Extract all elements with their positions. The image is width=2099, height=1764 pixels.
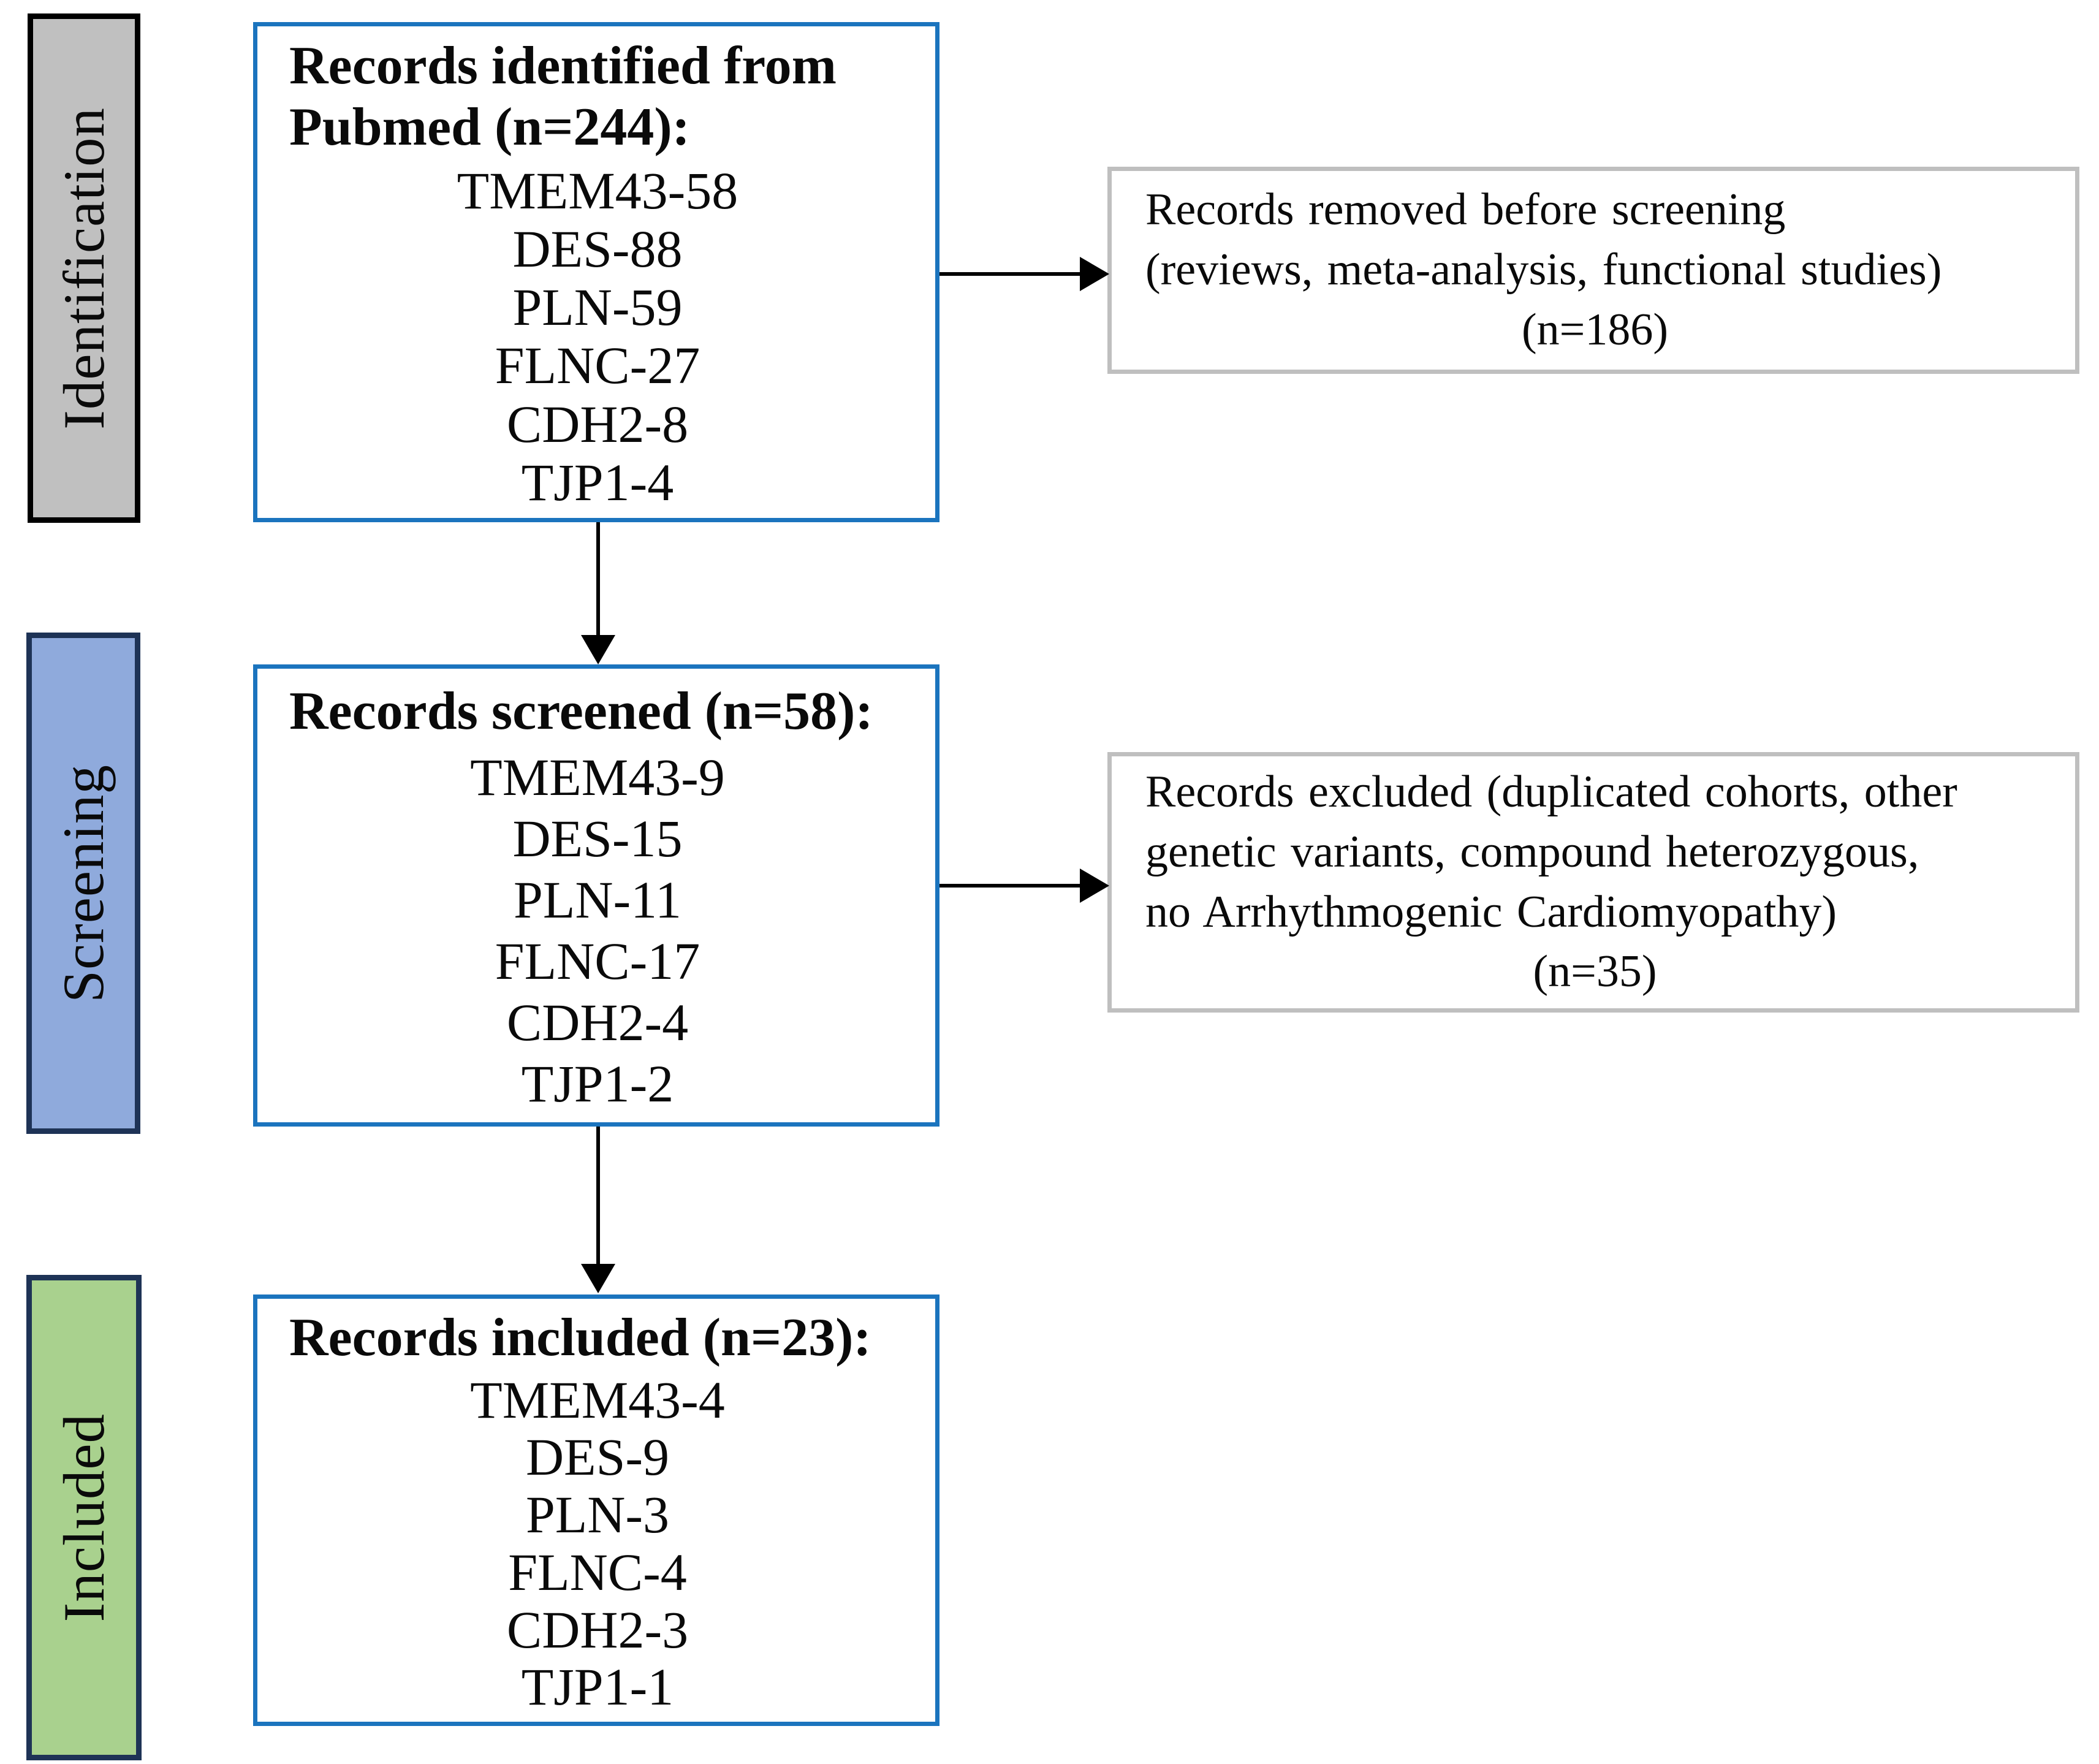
records-removed-line: (reviews, meta-analysis, functional stud… (1145, 245, 1942, 295)
records-identified-item: TJP1-4 (521, 452, 674, 512)
stage-label-included: Included (26, 1275, 142, 1760)
records-included-item: FLNC-4 (508, 1542, 687, 1602)
records-included-box: Records included (n=23): TMEM43-4 DES-9 … (253, 1294, 939, 1726)
records-included-item: PLN-3 (525, 1485, 670, 1545)
arrow-identified-to-screened-stem (596, 522, 600, 640)
arrow-identified-to-screened-head (581, 635, 615, 664)
records-identified-item: PLN-59 (512, 278, 683, 337)
records-screened-title: Records screened (n=58): (289, 681, 873, 741)
arrow-screened-to-excluded-stem (939, 884, 1084, 888)
records-excluded-count: (n=35) (1533, 946, 1657, 997)
arrow-identified-to-removed-head (1080, 257, 1109, 291)
arrow-screened-to-included-stem (596, 1127, 600, 1269)
records-screened-item: TMEM43-9 (470, 748, 725, 807)
records-removed-box: Records removed before screening (review… (1107, 167, 2079, 374)
records-identified-item: FLNC-27 (495, 336, 700, 395)
records-included-item: TJP1-1 (521, 1657, 674, 1717)
records-identified-item: TMEM43-58 (457, 161, 738, 220)
records-included-item: CDH2-3 (506, 1600, 689, 1659)
records-included-item: TMEM43-4 (470, 1370, 725, 1429)
records-identified-box: Records identified from Pubmed (n=244): … (253, 22, 939, 522)
arrow-identified-to-removed-stem (939, 272, 1084, 276)
records-removed-line: Records removed before screening (1145, 184, 1786, 235)
records-screened-box: Records screened (n=58): TMEM43-9 DES-15… (253, 664, 939, 1127)
records-screened-item: FLNC-17 (495, 932, 700, 991)
records-included-item: DES-9 (525, 1428, 670, 1487)
records-excluded-line: genetic variants, compound heterozygous, (1145, 826, 1919, 877)
stage-label-identification: Identification (28, 13, 140, 523)
records-identified-item: DES-88 (512, 219, 683, 279)
records-screened-item: TJP1-2 (521, 1054, 674, 1113)
records-screened-item: CDH2-4 (506, 993, 689, 1052)
stage-label-identification-text: Identification (51, 107, 116, 430)
arrow-screened-to-included-head (581, 1264, 615, 1293)
records-identified-item: CDH2-8 (506, 394, 689, 454)
records-excluded-line: Records excluded (duplicated cohorts, ot… (1145, 767, 1957, 818)
records-included-title: Records included (n=23): (289, 1307, 871, 1367)
records-removed-count: (n=186) (1521, 304, 1669, 355)
stage-label-included-text: Included (51, 1413, 116, 1622)
records-screened-item: DES-15 (512, 809, 683, 869)
records-excluded-box: Records excluded (duplicated cohorts, ot… (1107, 752, 2079, 1013)
arrow-screened-to-excluded-head (1080, 869, 1109, 903)
records-identified-title: Records identified from Pubmed (n=244): (289, 36, 837, 158)
records-excluded-line: no Arrhythmogenic Cardiomyopathy) (1145, 886, 1837, 937)
stage-label-screening: Screening (26, 633, 140, 1134)
stage-label-screening-text: Screening (51, 764, 116, 1003)
records-screened-item: PLN-11 (514, 870, 681, 930)
